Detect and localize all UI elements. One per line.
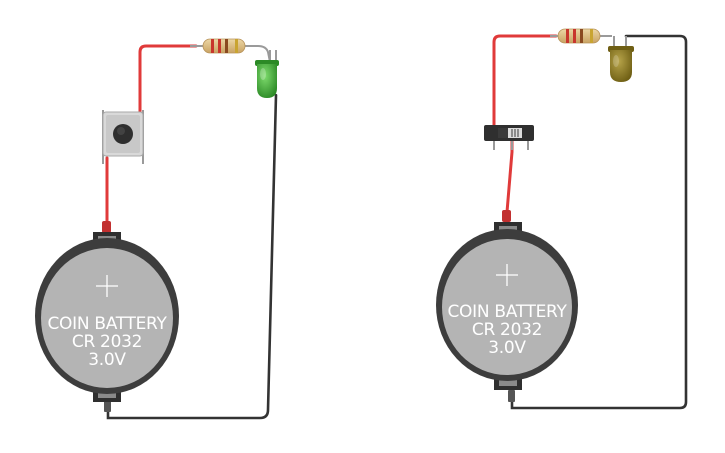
circuit-right: COIN BATTERY CR 2032 3.0V bbox=[436, 28, 688, 410]
led-green[interactable] bbox=[255, 50, 279, 98]
resistor[interactable] bbox=[550, 28, 612, 44]
circuit-left: COIN BATTERY CR 2032 3.0V bbox=[35, 38, 279, 420]
slide-switch[interactable] bbox=[484, 125, 534, 150]
negative-wire[interactable] bbox=[510, 34, 688, 410]
negative-wire[interactable] bbox=[106, 93, 278, 420]
led-yellow[interactable] bbox=[608, 36, 634, 82]
coin-battery[interactable]: COIN BATTERY CR 2032 3.0V bbox=[436, 210, 578, 402]
battery-label-line1: COIN BATTERY bbox=[47, 314, 167, 334]
positive-wire[interactable] bbox=[505, 138, 514, 214]
battery-label-line2: CR 2032 bbox=[472, 320, 542, 340]
positive-wire[interactable] bbox=[492, 34, 558, 128]
battery-label-line3: 3.0V bbox=[88, 350, 126, 370]
positive-wire[interactable] bbox=[138, 44, 198, 114]
battery-label-line1: COIN BATTERY bbox=[447, 302, 567, 322]
resistor[interactable] bbox=[190, 38, 271, 63]
battery-label-line2: CR 2032 bbox=[72, 332, 142, 352]
pushbutton[interactable] bbox=[102, 110, 144, 164]
battery-label-line3: 3.0V bbox=[488, 338, 526, 358]
coin-battery[interactable]: COIN BATTERY CR 2032 3.0V bbox=[35, 221, 179, 412]
